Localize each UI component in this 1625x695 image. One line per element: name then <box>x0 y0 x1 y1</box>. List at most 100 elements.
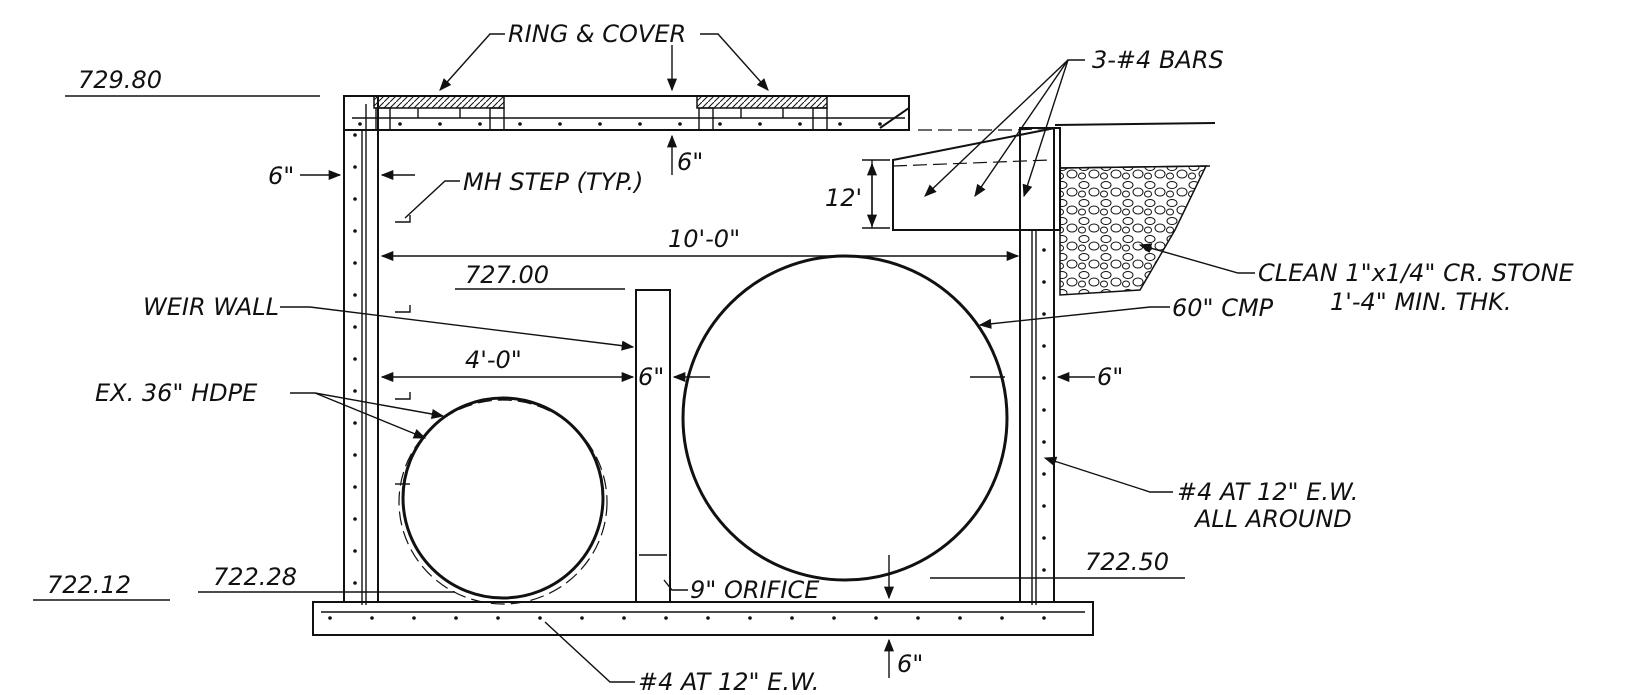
rebar-dot <box>790 616 794 620</box>
elev-weir: 727.00 <box>465 261 549 289</box>
ring-cover-left <box>373 95 505 131</box>
bars-label: 3-#4 BARS <box>1092 46 1224 74</box>
mh-steps <box>395 215 411 485</box>
mh-step-label: MH STEP (TYP.) <box>463 168 643 196</box>
top-slab <box>343 95 910 131</box>
rebar-dot <box>518 122 522 126</box>
rebar-dot <box>664 616 668 620</box>
rebar-dot <box>538 616 542 620</box>
rebar-dot <box>353 389 357 393</box>
rebar-walls-label-2: ALL AROUND <box>1193 505 1352 533</box>
rebar-dot <box>580 616 584 620</box>
rebar-dot <box>874 616 878 620</box>
rebar-dot <box>358 122 362 126</box>
rebar-dot <box>748 616 752 620</box>
rebar-dot <box>1042 440 1046 444</box>
rebar-dot <box>558 122 562 126</box>
rebar-dot <box>1042 472 1046 476</box>
elev-top: 729.80 <box>78 66 162 94</box>
ledge <box>892 127 1061 231</box>
rebar-dot <box>370 616 374 620</box>
rebar-dot <box>353 485 357 489</box>
rebar-dot <box>1042 280 1046 284</box>
rebar-dot <box>353 581 357 585</box>
dim-to-weir: 4'-0" <box>465 346 522 374</box>
weir-wall-plate <box>635 289 671 603</box>
rebar-dot <box>1042 616 1046 620</box>
rebar-dot <box>353 549 357 553</box>
left-wall <box>343 95 379 603</box>
rebar-dot <box>353 357 357 361</box>
base-slab <box>312 601 1094 636</box>
dim-ledge: 12' <box>825 184 862 212</box>
hdpe-pipe <box>401 396 605 600</box>
rebar-dot <box>438 122 442 126</box>
dim-left-wall: 6" <box>268 162 294 190</box>
elev-cmp-invert: 722.50 <box>1085 548 1169 576</box>
rebar-dot <box>478 122 482 126</box>
ring-cover-label: RING & COVER <box>508 20 686 48</box>
rebar-dot <box>916 616 920 620</box>
rebar-dot <box>1042 312 1046 316</box>
rebar-dot <box>1042 568 1046 572</box>
rebar-dot <box>718 122 722 126</box>
rebar-dot <box>328 616 332 620</box>
stone-label-2: 1'-4" MIN. THK. <box>1330 288 1512 316</box>
dim-base-slab: 6" <box>897 650 923 678</box>
rebar-dot <box>678 122 682 126</box>
rebar-dot <box>958 616 962 620</box>
rebar-dot <box>1000 616 1004 620</box>
rebar-dot <box>353 229 357 233</box>
dim-top-slab: 6" <box>677 148 703 176</box>
elev-hdpe-invert: 722.28 <box>213 563 297 591</box>
rebar-dot <box>353 293 357 297</box>
dim-inside-width: 10'-0" <box>668 225 740 253</box>
cmp-pipe <box>681 254 1009 582</box>
orifice-label: 9" ORIFICE <box>690 576 820 604</box>
rebar-dot <box>353 453 357 457</box>
rebar-base-label: #4 AT 12" E.W. <box>638 668 819 695</box>
rebar-dot <box>353 517 357 521</box>
rebar-dot <box>598 122 602 126</box>
rebar-dot <box>622 616 626 620</box>
stone-label-1: CLEAN 1"x1/4" CR. STONE <box>1258 259 1575 287</box>
rebar-dot <box>638 122 642 126</box>
rebar-dot <box>412 616 416 620</box>
leaders <box>33 33 1255 683</box>
rebar-dots <box>328 122 1046 620</box>
elev-left-invert: 722.12 <box>47 571 131 599</box>
rebar-dot <box>1042 376 1046 380</box>
rebar-dot <box>832 616 836 620</box>
rebar-dot <box>454 616 458 620</box>
rebar-dot <box>353 421 357 425</box>
rebar-dot <box>353 165 357 169</box>
rebar-dot <box>353 133 357 137</box>
structure <box>312 95 1216 636</box>
rebar-dot <box>353 197 357 201</box>
right-wall <box>1019 127 1055 603</box>
rebar-dot <box>496 616 500 620</box>
rebar-dot <box>1042 536 1046 540</box>
rebar-dot <box>353 325 357 329</box>
rebar-dot <box>1042 344 1046 348</box>
cmp-label: 60" CMP <box>1172 294 1274 322</box>
rebar-dot <box>838 122 842 126</box>
rebar-dot <box>798 122 802 126</box>
hdpe-label: EX. 36" HDPE <box>95 379 258 407</box>
rebar-dot <box>758 122 762 126</box>
rebar-dot <box>878 122 882 126</box>
rebar-dot <box>398 122 402 126</box>
rebar-dot <box>1042 248 1046 252</box>
rebar-dot <box>1042 504 1046 508</box>
rebar-dot <box>1042 408 1046 412</box>
dim-weir-thickness: 6" <box>638 363 664 391</box>
annotations: 729.80 RING & COVER 3-#4 BARS 6" MH STEP… <box>47 20 1575 695</box>
rebar-walls-label-1: #4 AT 12" E.W. <box>1177 478 1358 506</box>
rebar-dot <box>353 261 357 265</box>
ring-cover-right <box>696 95 828 131</box>
weir-wall-label: WEIR WALL <box>143 293 279 321</box>
dim-right-wall: 6" <box>1097 363 1123 391</box>
stone-fill <box>1059 165 1208 296</box>
rebar-dot <box>706 616 710 620</box>
